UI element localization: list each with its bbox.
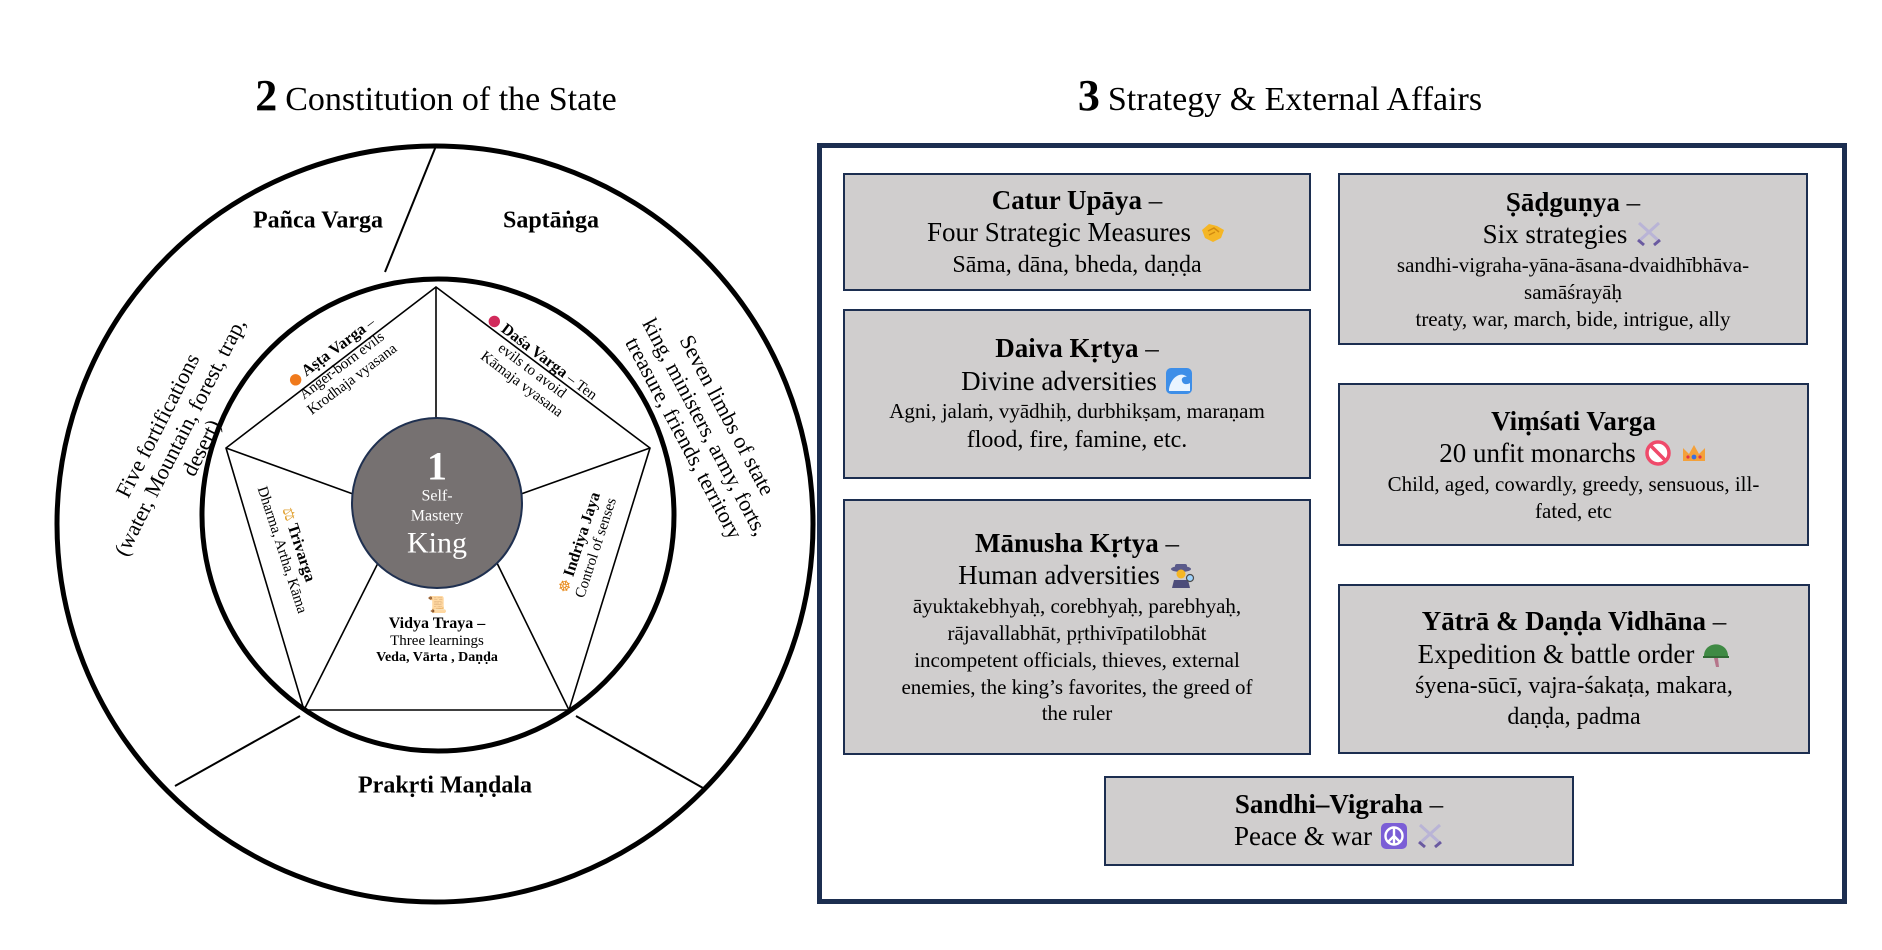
divider-prakrti-right bbox=[575, 715, 704, 789]
spoke-bottom-left bbox=[303, 562, 379, 711]
saptanga-label: Saptāṅga bbox=[502, 207, 600, 234]
crossed-swords-icon bbox=[1418, 824, 1442, 849]
card-sadgunya: Ṣāḍguṇya – Six strategies sandhi-vigraha… bbox=[1338, 173, 1808, 345]
spoke-left bbox=[225, 447, 354, 495]
wave-icon bbox=[1165, 367, 1192, 394]
divider-panca-saptanga bbox=[384, 145, 437, 273]
right-panel-number: 3 bbox=[1077, 71, 1100, 120]
detective-icon bbox=[1170, 564, 1194, 589]
spoke-right bbox=[520, 447, 651, 495]
card-manusha-krtya: Mānusha Kṛtya – Human adversities āyukta… bbox=[843, 499, 1311, 755]
divider-prakrti-left bbox=[174, 715, 301, 787]
prakrti-mandala-label: Prakṛti Maṇḍala bbox=[358, 772, 532, 799]
king-center-label: 1 Self- Mastery King bbox=[407, 443, 467, 560]
segment-vidya-traya: 📜 Vidya Traya – Three learnings Veda, Vā… bbox=[376, 595, 498, 665]
prohibited-icon bbox=[1644, 440, 1671, 466]
spoke-bottom-right bbox=[496, 562, 570, 711]
card-vimsati-varga: Viṃśati Varga 20 unfit monarchs Child, a… bbox=[1338, 383, 1809, 546]
crown-icon bbox=[1682, 444, 1705, 461]
left-panel-number: 2 bbox=[255, 71, 278, 120]
card-sandhi-vigraha: Sandhi–Vigraha – Peace & war bbox=[1104, 776, 1574, 866]
scales-icon: ⚖ bbox=[278, 504, 300, 524]
pentagon bbox=[225, 285, 651, 711]
peace-symbol-icon bbox=[1380, 823, 1407, 850]
king-circle bbox=[351, 417, 523, 589]
card-yatra-danda-vidhana: Yātrā & Daṇḍa Vidhāna – Expedition & bat… bbox=[1338, 584, 1810, 754]
left-panel-title-text: Constitution of the State bbox=[285, 81, 617, 118]
panca-varga-label: Pañca Varga bbox=[252, 207, 384, 234]
card-catur-upaya: Catur Upāya – Four Strategic Measures Sā… bbox=[843, 173, 1311, 291]
right-panel-title-text: Strategy & External Affairs bbox=[1107, 81, 1483, 118]
handshake-icon bbox=[1201, 223, 1224, 242]
card-daiva-krtya: Daiva Kṛtya – Divine adversities Agni, j… bbox=[843, 309, 1311, 479]
military-helmet-icon bbox=[1703, 644, 1730, 667]
scroll-icon: 📜 bbox=[427, 595, 447, 614]
crossed-swords-icon bbox=[1637, 221, 1662, 247]
